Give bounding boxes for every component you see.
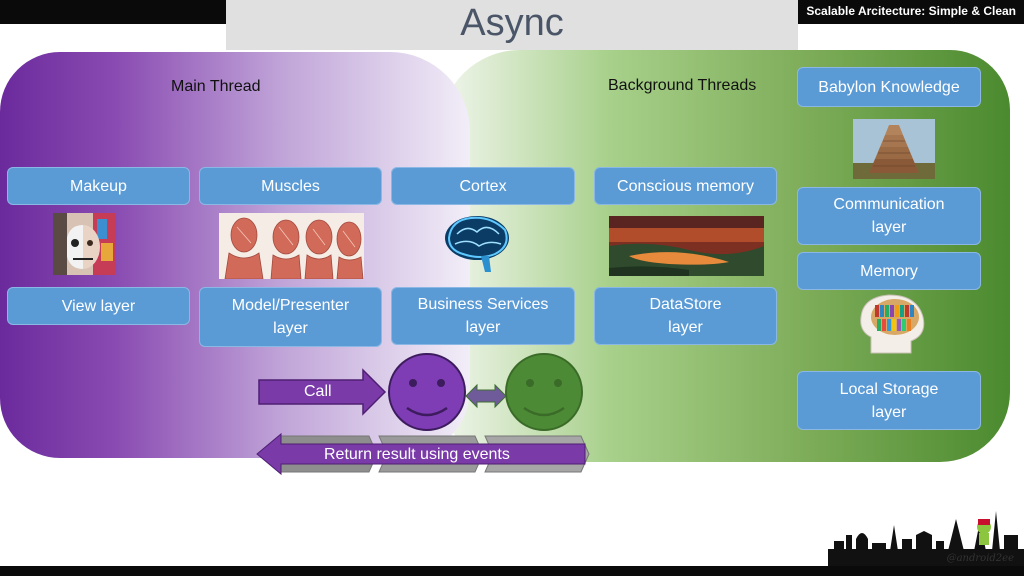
conscious-memory-box: Conscious memory	[594, 167, 777, 205]
call-arrow	[258, 368, 387, 416]
memory-box: Memory	[797, 252, 981, 290]
return-label: Return result using events	[324, 446, 510, 463]
landscape-image	[609, 216, 764, 276]
brain-image	[445, 216, 509, 272]
slide-title: Async	[460, 2, 564, 44]
makeup-box: Makeup	[7, 167, 190, 205]
head-with-books-image	[860, 294, 925, 354]
title-box: Async	[226, 0, 798, 50]
makeup-face-image	[53, 213, 116, 275]
call-label: Call	[304, 383, 332, 400]
tower-of-babel-image	[853, 119, 935, 179]
datastore-layer-box: DataStore layer	[594, 287, 777, 345]
background-threads-label: Background Threads	[608, 77, 757, 94]
business-services-layer-box: Business Services layer	[391, 287, 575, 345]
purple-smiley	[388, 353, 466, 431]
footer-bar	[0, 566, 1024, 576]
muscles-anatomy-image	[219, 213, 364, 279]
local-storage-layer-box: Local Storage layer	[797, 371, 981, 430]
flow-diagram	[256, 353, 590, 476]
cortex-box: Cortex	[391, 167, 575, 205]
paris-skyline-image	[828, 511, 1024, 567]
main-thread-label: Main Thread	[171, 78, 261, 95]
babylon-knowledge-box: Babylon Knowledge	[797, 67, 981, 107]
model-presenter-layer-box: Model/Presenter layer	[199, 287, 382, 347]
communication-layer-box: Communication layer	[797, 187, 981, 245]
banner-text: Scalable Arcitecture: Simple & Clean	[806, 4, 1016, 18]
author-handle: @android2ee	[946, 553, 1014, 564]
double-arrow	[465, 383, 507, 409]
view-layer-box: View layer	[7, 287, 190, 325]
green-smiley	[505, 353, 583, 431]
muscles-box: Muscles	[199, 167, 382, 205]
return-arrow	[256, 432, 586, 476]
